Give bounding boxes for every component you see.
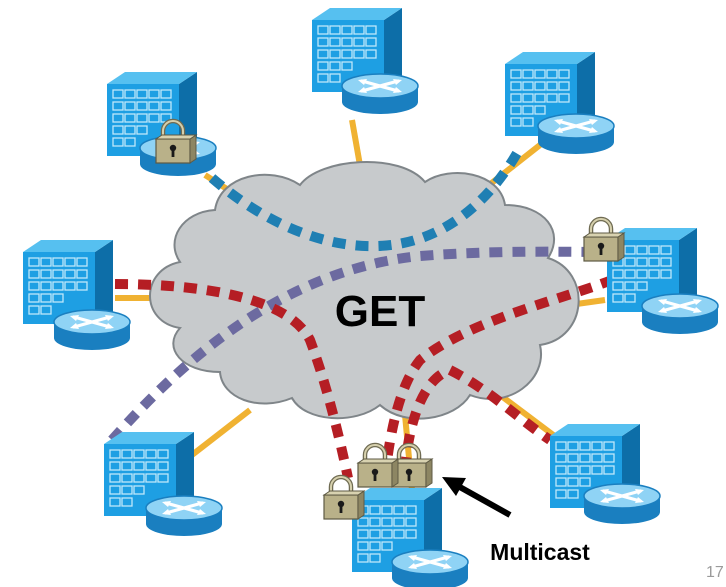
site-top (311, 7, 420, 116)
tunnel-red (114, 275, 614, 480)
multicast-label: Multicast (490, 539, 590, 565)
cloud-label: GET (335, 287, 426, 336)
arrow-icon (442, 477, 512, 518)
tunnel-blue (208, 145, 525, 252)
site-top-right (504, 51, 616, 156)
site-right (584, 219, 720, 336)
site-left (22, 239, 132, 352)
lock-icon (584, 219, 624, 261)
page-number: 17 (706, 564, 724, 581)
site-bottom-right (549, 423, 662, 526)
site-top-left (106, 71, 218, 178)
site-bottom (324, 445, 470, 587)
tunnel-purple (108, 246, 613, 444)
